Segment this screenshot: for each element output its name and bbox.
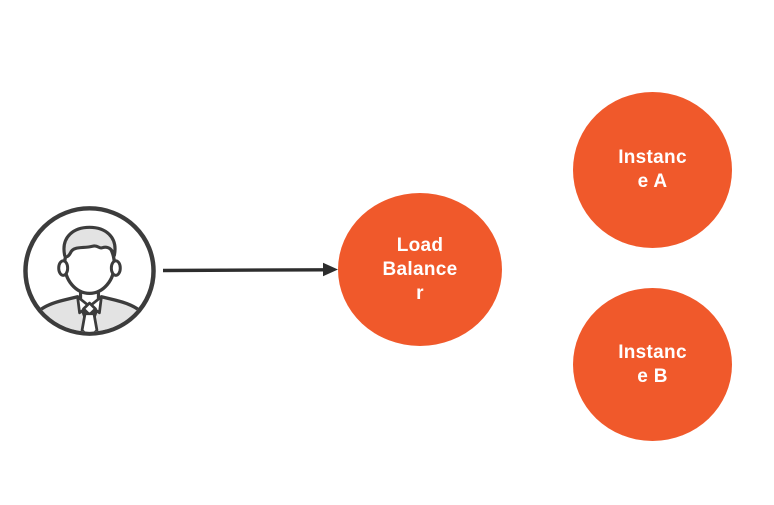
- node-instance-a: Instanc e A: [573, 92, 732, 248]
- node-instance-a-label: Instanc e A: [618, 147, 687, 192]
- node-instance-b-label: Instanc e B: [618, 341, 687, 387]
- user-avatar-icon: [23, 206, 156, 336]
- node-load-balancer: Load Balance r: [338, 193, 502, 346]
- node-instance-b: Instanc e B: [573, 288, 732, 441]
- node-load-balancer-label: Load Balance r: [382, 234, 458, 304]
